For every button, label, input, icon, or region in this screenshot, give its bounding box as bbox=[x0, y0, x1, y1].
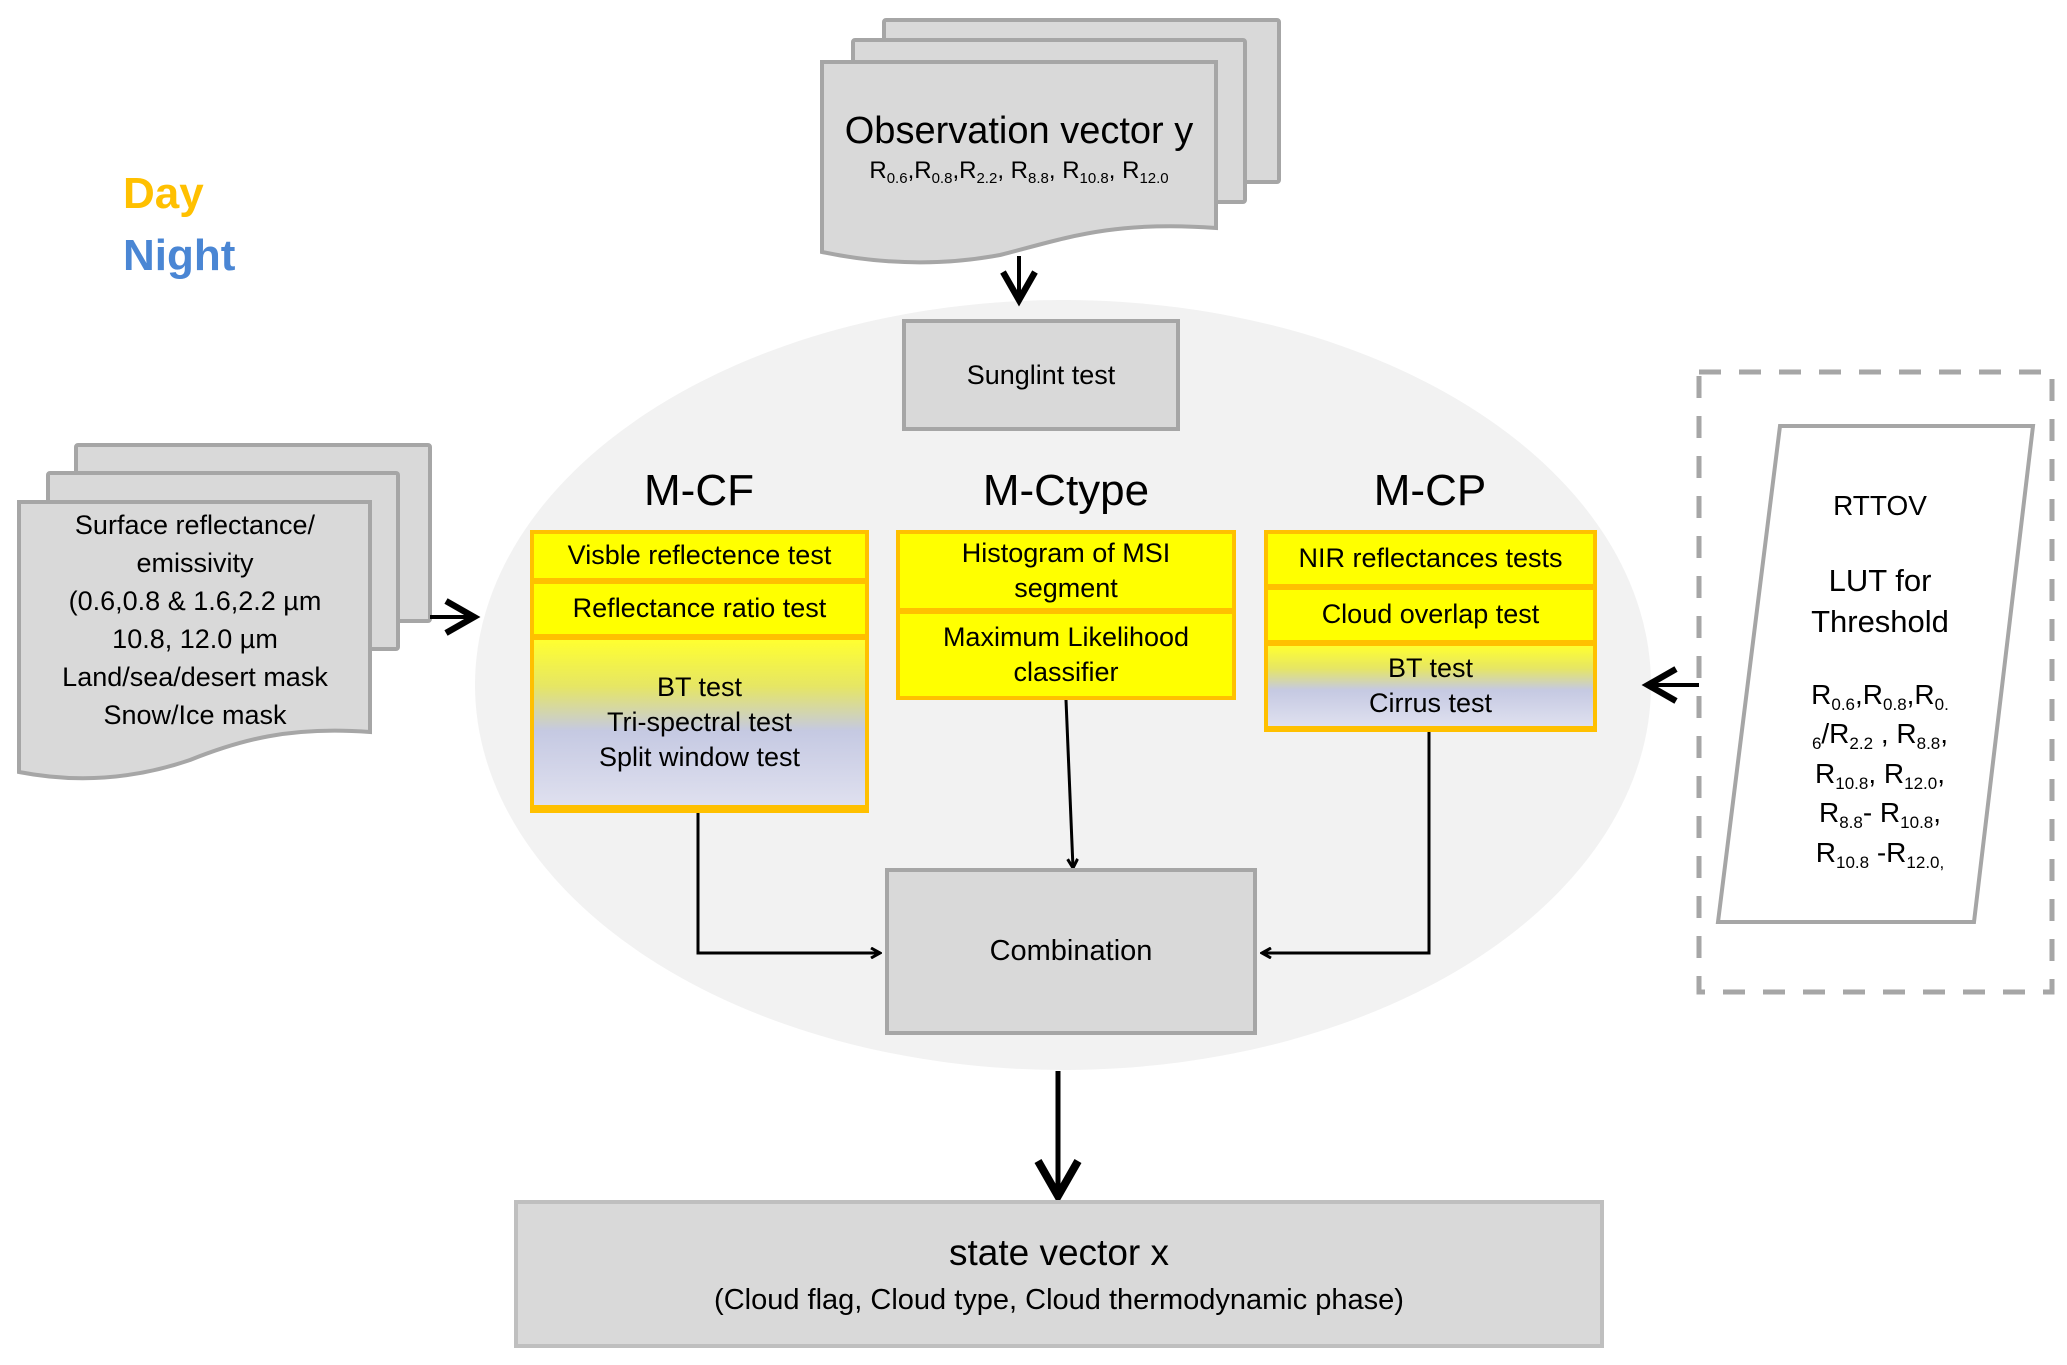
test-label: NIR reflectances tests bbox=[1298, 543, 1563, 574]
rttov-thresholds: R0.6,R0.8,R0. 6/R2.2 , R8.8,R10.8, R12.0,… bbox=[1811, 677, 1949, 874]
observation-channel: R12.0 bbox=[1122, 157, 1169, 187]
test-label: BT test bbox=[656, 671, 743, 702]
surface-line: Land/sea/desert mask bbox=[62, 662, 328, 693]
lut-line-1: LUT for bbox=[1828, 562, 1932, 598]
observation-channel: R0.8 bbox=[914, 157, 953, 187]
state-subtitle: (Cloud flag, Cloud type, Cloud thermodyn… bbox=[714, 1283, 1404, 1316]
rttov-dashed-container bbox=[1696, 369, 2055, 995]
surface-doc-stack bbox=[17, 443, 432, 781]
mcf-test-reflectance-ratio-test: Reflectance ratio test bbox=[534, 584, 865, 640]
rttov-formula-line: R10.8, R12.0, bbox=[1815, 757, 1945, 793]
mcp-test-cloud-overlap-test: Cloud overlap test bbox=[1268, 590, 1593, 646]
lut-line-2: Threshold bbox=[1811, 603, 1949, 639]
surface-line: 10.8, 12.0 µm bbox=[112, 624, 278, 655]
mctype-title: M-Ctype bbox=[982, 466, 1150, 515]
test-label: classifier bbox=[1013, 657, 1119, 687]
legend-night-label: Night bbox=[123, 231, 236, 280]
state-vector-box: state vector x (Cloud flag, Cloud type, … bbox=[514, 1200, 1604, 1348]
rttov-formula-line: R10.8 -R12.0, bbox=[1815, 836, 1945, 872]
test-label: Split window test bbox=[598, 742, 801, 773]
rttov-formula-line: 6/R2.2 , R8.8, bbox=[1811, 718, 1949, 754]
connector-mctype-to-combination bbox=[1064, 699, 1073, 868]
mctype-test-maximum-likelihood: Maximum Likelihood classifier bbox=[900, 614, 1232, 696]
test-label: BT test bbox=[1387, 652, 1474, 683]
test-label: Cirrus test bbox=[1368, 688, 1493, 718]
observation-doc-stack bbox=[820, 18, 1281, 265]
test-label: Visble reflectence test bbox=[567, 540, 832, 571]
surface-line: emissivity bbox=[136, 548, 254, 579]
surface-line: Snow/Ice mask bbox=[103, 700, 287, 731]
sunglint-test-box: Sunglint test bbox=[902, 319, 1180, 431]
observation-channel: R8.8 bbox=[1010, 157, 1049, 187]
test-label: Cloud overlap test bbox=[1321, 599, 1540, 630]
rttov-lut: RTTOV LUT for Threshold R0.6,R0.8,R0. 6/R… bbox=[1760, 488, 2000, 874]
rttov-formula-line: R0.6,R0.8,R0. bbox=[1811, 678, 1949, 714]
rttov-formula-line: R8.8- R10.8, bbox=[1818, 797, 1942, 833]
rttov-parallelogram bbox=[1715, 424, 2036, 924]
connector-mcf-to-combination bbox=[696, 813, 880, 953]
mcp-title: M-CP bbox=[1373, 466, 1487, 515]
observation-vector: Observation vector y R0.6,R0.8,R2.2, R8.… bbox=[822, 110, 1216, 187]
observation-channels: R0.6,R0.8,R2.2, R8.8, R10.8, R12.0 bbox=[869, 157, 1169, 187]
test-label: segment bbox=[1014, 573, 1118, 603]
legend-day-label: Day bbox=[123, 169, 204, 218]
observation-channel: R0.6 bbox=[869, 157, 908, 187]
test-label: Tri-spectral test bbox=[606, 706, 793, 737]
mcf-test-visble-reflectence-test: Visble reflectence test bbox=[534, 534, 865, 584]
mctype-test-histogram-of-msi: Histogram of MSI segment bbox=[900, 534, 1232, 614]
combination-box: Combination bbox=[885, 868, 1257, 1035]
connector-mcp-to-combination bbox=[1262, 731, 1431, 953]
surface-inputs: Surface reflectance/emissivity (0.6,0.8 &… bbox=[19, 506, 371, 734]
observation-channel: R2.2 bbox=[959, 157, 998, 187]
observation-channel: R10.8 bbox=[1062, 157, 1109, 187]
legend-night: Night bbox=[123, 234, 235, 278]
observation-title: Observation vector y bbox=[844, 110, 1194, 152]
surface-line: (0.6,0.8 & 1.6,2.2 µm bbox=[68, 586, 322, 617]
test-label: Reflectance ratio test bbox=[572, 593, 827, 624]
state-title: state vector x bbox=[948, 1231, 1170, 1273]
combination-label: Combination bbox=[989, 935, 1153, 967]
sunglint-label: Sunglint test bbox=[966, 359, 1116, 390]
mcf-title: M-CF bbox=[644, 466, 754, 515]
rttov-title: RTTOV bbox=[1833, 490, 1927, 521]
test-label: Maximum Likelihood bbox=[942, 621, 1190, 652]
legend-day: Day bbox=[123, 172, 204, 216]
mcp-test-nir-reflectances-tests: NIR reflectances tests bbox=[1268, 534, 1593, 590]
test-label: Histogram of MSI bbox=[961, 537, 1171, 568]
surface-line: Surface reflectance/ bbox=[74, 510, 316, 540]
